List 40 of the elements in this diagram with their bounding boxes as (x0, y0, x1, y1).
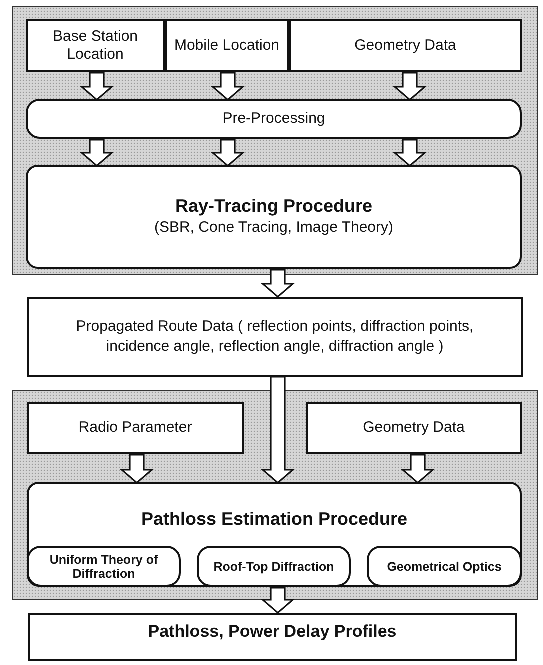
node-label: Roof-Top Diffraction (214, 560, 334, 574)
rounded-box (27, 546, 181, 587)
block-arrow (260, 587, 296, 614)
node-label: Mobile Location (173, 36, 281, 54)
block-arrow (210, 139, 246, 168)
rounded-box (26, 99, 522, 139)
node-label: Pre-Processing (222, 110, 326, 128)
node-label: Ray-Tracing Procedure (175, 197, 373, 215)
node-label: Geometrical Optics (387, 560, 502, 574)
node-label: Propagated Route Data ( reflection points, diffraction points, incidence angle, reflection angle, diffraction angle ) (75, 317, 475, 357)
block-arrow (400, 454, 436, 484)
process-box (165, 19, 289, 72)
node-label: Base Station Location (52, 28, 140, 64)
process-box (26, 19, 165, 72)
rounded-box (367, 546, 522, 587)
node-subtitle: (SBR, Cone Tracing, Image Theory) (154, 219, 394, 237)
block-arrow (392, 72, 428, 102)
node-label: Geometry Data (363, 419, 465, 437)
node-label: Radio Parameter (78, 419, 192, 437)
panel-background (12, 390, 538, 600)
block-arrow (210, 72, 246, 102)
node-label: Geometry Data (354, 36, 456, 54)
node-label: Uniform Theory of Diffraction (48, 552, 160, 580)
process-box (27, 297, 523, 377)
block-arrow (80, 139, 114, 168)
process-box (289, 19, 522, 72)
block-arrow (260, 376, 296, 484)
block-arrow (260, 269, 296, 298)
rounded-box (197, 546, 351, 587)
block-arrow (120, 454, 154, 484)
procedure-box (26, 165, 522, 269)
node-label: Pathloss, Power Delay Profiles (148, 623, 397, 641)
process-box (27, 402, 244, 454)
block-arrow (392, 139, 428, 168)
procedure-box (27, 482, 522, 587)
panel-background (12, 6, 538, 275)
block-arrow (80, 72, 114, 102)
process-box (306, 402, 522, 454)
node-label: Pathloss Estimation Procedure (141, 510, 408, 528)
process-box (28, 613, 517, 661)
